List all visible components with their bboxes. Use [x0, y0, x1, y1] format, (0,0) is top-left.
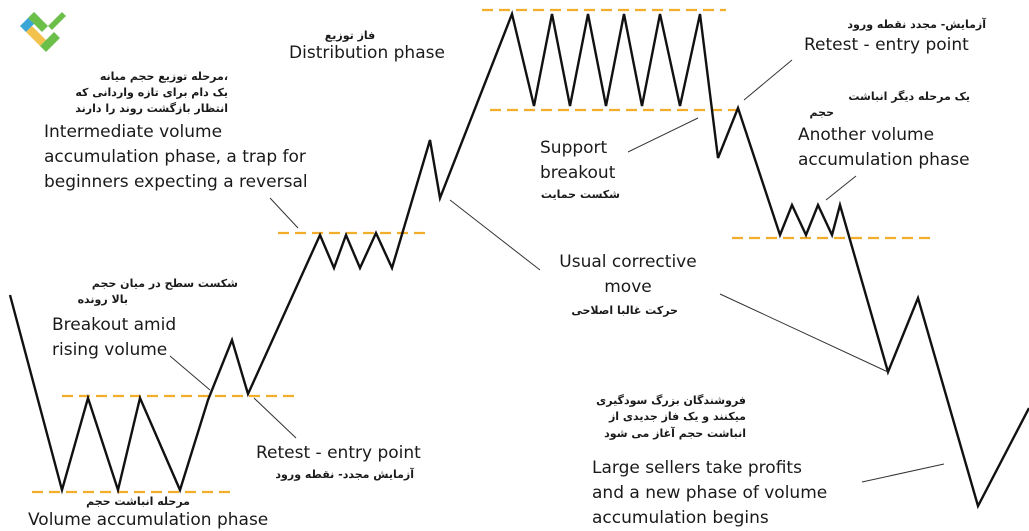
another-volume-en-2: accumulation phase: [798, 150, 970, 170]
pointer-retest-right: [743, 59, 793, 101]
intermediate-en-3: beginners expecting a reversal: [44, 172, 308, 192]
logo-icon: [20, 12, 66, 52]
pointer-another-volume: [825, 175, 857, 201]
large-sellers-en-2: and a new phase of volume: [592, 483, 827, 503]
large-sellers-fa-1: فروشندگان بزرگ سودگیری: [596, 393, 746, 407]
corrective-en-2: move: [604, 277, 651, 297]
intermediate-fa-2: یک دام برای تازه واردانی که: [75, 86, 228, 99]
large-sellers-fa-3: انباشت حجم آغاز می شود: [604, 426, 746, 440]
retest-right-fa: آزمایش- مجدد نقطه ورود: [847, 17, 986, 31]
annotation-support-breakout: Support breakout شکست حمایت: [540, 138, 620, 201]
pointer-large-sellers: [861, 463, 945, 483]
breakout-en-1: Breakout amid: [52, 315, 176, 335]
pointer-intermediate: [269, 197, 299, 229]
distribution-en: Distribution phase: [289, 43, 445, 63]
price-line: [8, 9, 1029, 510]
annotation-volume-accumulation: مرحله انباشت حجم Volume accumulation pha…: [28, 495, 268, 530]
retest-right-en: Retest - entry point: [804, 35, 969, 55]
distribution-fa: فاز توزیع: [325, 29, 376, 42]
annotation-another-volume: یک مرحله دیگر انباشت حجم Another volume …: [798, 90, 970, 170]
breakout-fa-2: بالا رونده: [78, 293, 128, 306]
annotation-large-sellers: فروشندگان بزرگ سودگیری میکنند و یک فاز ج…: [592, 393, 827, 528]
pointer-support-breakout: [627, 117, 699, 153]
large-sellers-en-1: Large sellers take profits: [592, 458, 802, 478]
corrective-fa: حرکت غالبا اصلاحی: [571, 304, 678, 317]
annotation-usual-corrective: Usual corrective move حرکت غالبا اصلاحی: [559, 252, 696, 317]
pointer-corrective-left: [449, 199, 541, 271]
annotation-retest-left: Retest - entry point آزمایش مجدد- نقطه و…: [256, 443, 421, 481]
support-breakout-en-1: Support: [540, 138, 608, 158]
large-sellers-fa-2: میکنند و یک فاز جدیدی از: [608, 410, 746, 423]
another-volume-fa-2: حجم: [810, 106, 834, 119]
large-sellers-en-3: accumulation begins: [592, 508, 769, 528]
volume-accumulation-fa: مرحله انباشت حجم: [86, 495, 190, 508]
intermediate-en-1: Intermediate volume: [44, 122, 222, 142]
breakout-en-2: rising volume: [52, 340, 167, 360]
intermediate-fa-3: انتظار بازگشت روند را دارند: [75, 102, 228, 115]
retest-left-en: Retest - entry point: [256, 443, 421, 463]
support-breakout-en-2: breakout: [540, 163, 616, 183]
volume-accumulation-en: Volume accumulation phase: [28, 510, 268, 530]
corrective-en-1: Usual corrective: [559, 252, 696, 272]
price-levels: [32, 8, 930, 494]
annotation-retest-right: آزمایش- مجدد نقطه ورود Retest - entry po…: [804, 17, 986, 55]
annotation-breakout-rising: شکست سطح در میان حجم بالا رونده Breakout…: [52, 277, 238, 360]
another-volume-fa-1: یک مرحله دیگر انباشت: [848, 90, 970, 103]
support-breakout-fa: شکست حمایت: [541, 188, 620, 201]
pointer-retest-left: [253, 397, 297, 439]
retest-left-fa: آزمایش مجدد- نقطه ورود: [275, 467, 414, 481]
intermediate-en-2: accumulation phase, a trap for: [44, 147, 306, 167]
annotation-intermediate: مرحله توزیع حجم میانه، یک دام برای تازه …: [44, 70, 308, 192]
pointer-breakout: [169, 355, 211, 391]
intermediate-fa-1: مرحله توزیع حجم میانه،: [100, 70, 228, 83]
another-volume-en-1: Another volume: [798, 125, 934, 145]
breakout-fa-1: شکست سطح در میان حجم: [92, 277, 238, 290]
annotation-distribution: فاز توزیع Distribution phase: [289, 29, 445, 63]
pointer-lines: [169, 59, 945, 483]
pointer-corrective-right: [719, 293, 889, 373]
